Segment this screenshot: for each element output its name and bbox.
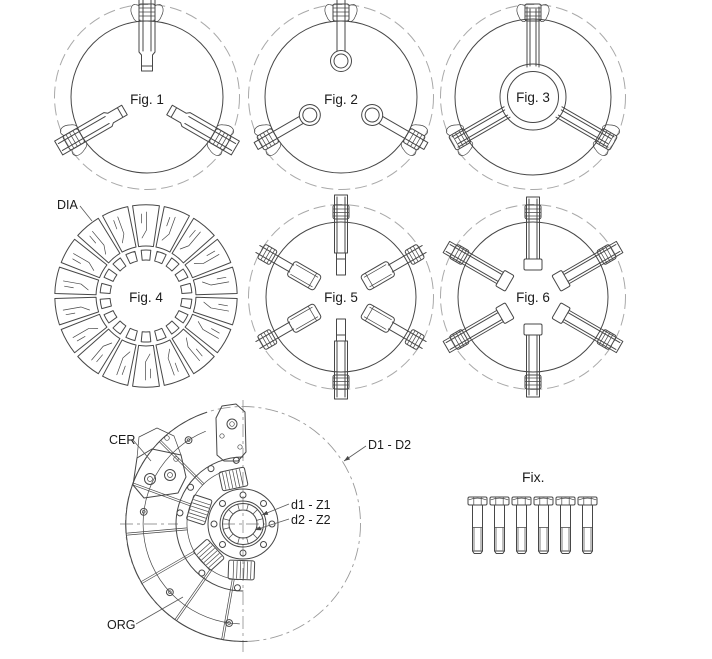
clutch-disc-detail-drawing: CER ORG D1 - D2 d1 - Z1 d2 - Z2	[107, 400, 411, 652]
hex-bolt	[489, 496, 510, 554]
d1-d2-leader-line	[343, 445, 367, 462]
fig1-label: Fig. 1	[130, 92, 164, 107]
cer-label: CER	[109, 433, 135, 447]
fig2-clutch-cover-drawing: Fig. 2	[248, 0, 434, 190]
fig1-release-levers	[51, 0, 244, 162]
fig2-eye-levers	[248, 0, 434, 160]
fig3-spokes	[444, 4, 621, 157]
d2-z2-leader-line	[254, 518, 290, 531]
hex-bolts	[467, 496, 598, 554]
fix-label: Fix.	[522, 469, 545, 485]
org-label: ORG	[107, 618, 135, 632]
hex-bolt	[577, 496, 598, 554]
fig2-label: Fig. 2	[324, 92, 358, 107]
d1-z1-leader-line	[261, 503, 290, 516]
d2-z2-label: d2 - Z2	[291, 513, 331, 527]
ceramic-pads	[132, 403, 247, 499]
dia-leader-line	[79, 205, 93, 222]
fig6-clutch-cover-drawing: Fig. 6	[440, 197, 626, 397]
hex-bolt	[533, 496, 554, 554]
hex-bolt	[467, 496, 488, 554]
retainer-plate	[175, 456, 244, 592]
d1-d2-label: D1 - D2	[368, 438, 411, 452]
fig5-rim-circle	[265, 221, 417, 373]
d1-z1-label: d1 - Z1	[291, 498, 331, 512]
dia-label: DIA	[57, 198, 79, 212]
org-leader-line	[135, 596, 184, 625]
fig3-label: Fig. 3	[516, 90, 550, 105]
fig6-label: Fig. 6	[516, 290, 550, 305]
fig3-clutch-cover-drawing: Fig. 3	[440, 4, 626, 190]
fig4-segmented-disc-drawing: Fig. 4 DIA	[53, 198, 239, 388]
hex-bolt	[555, 496, 576, 554]
fig1-clutch-cover-drawing: Fig. 1	[51, 0, 244, 190]
splined-hub	[207, 488, 279, 560]
fig3-hub-outer-circle	[499, 63, 567, 131]
fig5-label: Fig. 5	[324, 290, 358, 305]
fig3-hub-inner-circle	[507, 71, 559, 123]
fig6-rim-circle	[457, 221, 609, 373]
hex-bolt	[511, 496, 532, 554]
fixing-bolts-drawing: Fix.	[467, 469, 598, 554]
fig3-rim-circle	[454, 18, 612, 176]
cer-leader-line	[132, 439, 152, 462]
fig4-label: Fig. 4	[129, 290, 163, 305]
fig5-clutch-cover-drawing: Fig. 5	[248, 195, 434, 399]
